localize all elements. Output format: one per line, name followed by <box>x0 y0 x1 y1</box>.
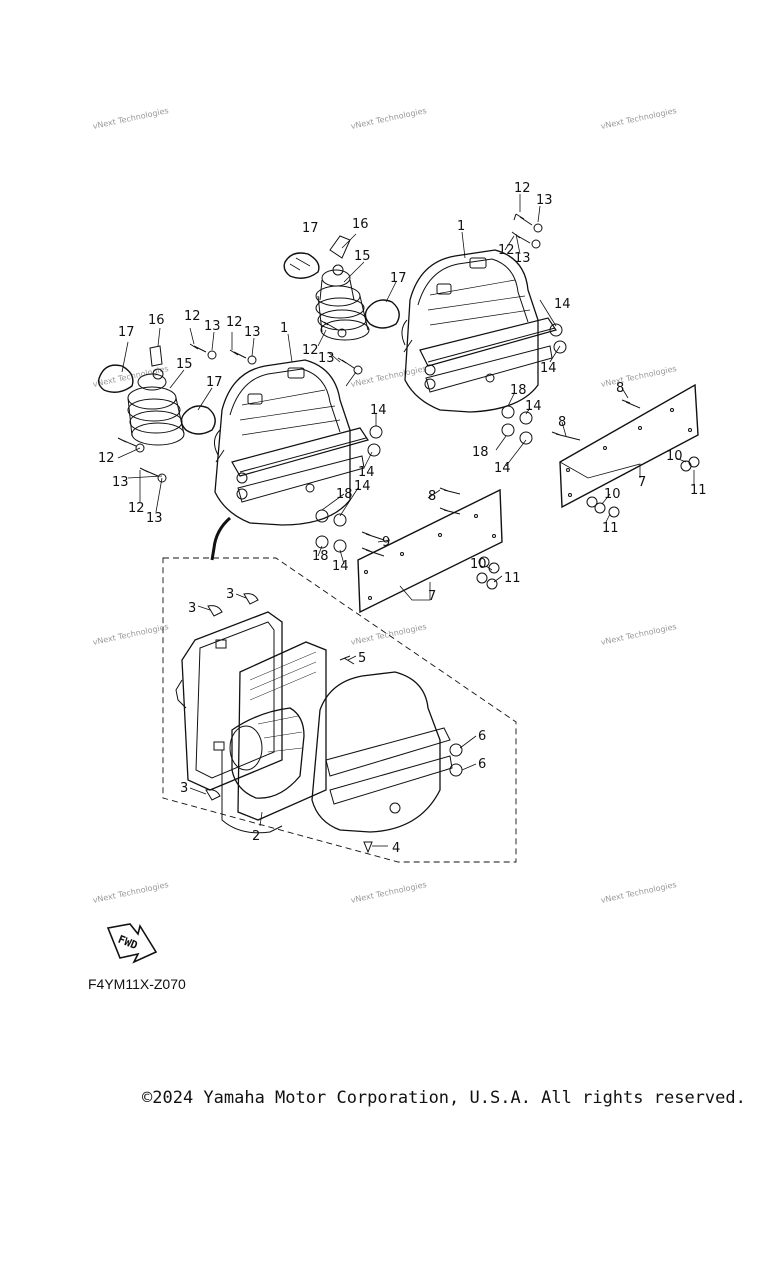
callout-14: 14 <box>494 461 511 476</box>
callout-13: 13 <box>514 251 531 266</box>
airbox-assembly-left <box>210 359 369 561</box>
airbox-cover-exploded <box>175 611 283 791</box>
small-parts-exploded <box>205 593 463 854</box>
callout-13: 13 <box>112 475 129 490</box>
callout-10: 10 <box>666 449 683 464</box>
fwd-arrow-icon: FWD <box>106 923 158 964</box>
exploded-view-outline <box>162 557 517 863</box>
callout-14: 14 <box>332 559 349 574</box>
intake-funnel-exploded <box>229 707 305 799</box>
callout-16: 16 <box>352 217 369 232</box>
callout-10: 10 <box>604 487 621 502</box>
leader-lines <box>117 194 695 847</box>
callout-3: 3 <box>226 587 234 602</box>
callout-15: 15 <box>354 249 371 264</box>
callout-5: 5 <box>358 651 366 666</box>
copyright-notice: ©2024 Yamaha Motor Corporation, U.S.A. A… <box>142 1088 746 1108</box>
callout-18: 18 <box>472 445 489 460</box>
callout-14: 14 <box>370 403 387 418</box>
callout-8: 8 <box>428 489 436 504</box>
breather-right <box>329 235 351 276</box>
callout-13: 13 <box>204 319 221 334</box>
callout-10: 10 <box>470 557 487 572</box>
callout-16: 16 <box>148 313 165 328</box>
callout-3: 3 <box>188 601 196 616</box>
airbox-case-exploded <box>311 671 453 833</box>
callout-2: 2 <box>252 829 260 844</box>
callout-6: 6 <box>478 729 486 744</box>
callout-12: 12 <box>514 181 531 196</box>
callout-14: 14 <box>358 465 375 480</box>
intake-duct-right <box>315 269 370 341</box>
breather-left <box>149 345 164 380</box>
callout-18: 18 <box>336 487 353 502</box>
airbox-assembly-right <box>401 249 557 413</box>
air-filter-exploded <box>221 641 327 834</box>
callout-15: 15 <box>176 357 193 372</box>
callout-11: 11 <box>504 571 521 586</box>
callout-14: 14 <box>525 399 542 414</box>
callout-8: 8 <box>558 415 566 430</box>
intake-duct-left <box>127 373 185 446</box>
callout-3: 3 <box>180 781 188 796</box>
clamp-right-lower <box>364 299 400 329</box>
clamp-right-upper <box>283 252 320 279</box>
callout-numbers: 1 1 2 3 3 3 4 5 6 6 7 7 8 8 8 9 10 10 10… <box>98 181 707 856</box>
bracket-plate-left <box>357 488 503 614</box>
callout-1: 1 <box>457 219 465 234</box>
callout-14: 14 <box>540 361 557 376</box>
callout-13: 13 <box>318 351 335 366</box>
callout-4: 4 <box>392 841 400 856</box>
callout-17: 17 <box>118 325 135 340</box>
callout-13: 13 <box>146 511 163 526</box>
callout-13: 13 <box>244 325 261 340</box>
callout-1: 1 <box>280 321 288 336</box>
bracket-plate-right <box>559 383 699 509</box>
callout-12: 12 <box>98 451 115 466</box>
callout-12: 12 <box>128 501 145 516</box>
callout-12: 12 <box>226 315 243 330</box>
clamp-left-lower <box>180 405 216 435</box>
callout-11: 11 <box>602 521 619 536</box>
callout-9: 9 <box>382 535 390 550</box>
callout-8: 8 <box>616 381 624 396</box>
callout-14: 14 <box>554 297 571 312</box>
callout-11: 11 <box>690 483 707 498</box>
callout-14: 14 <box>354 479 371 494</box>
callout-7: 7 <box>428 589 436 604</box>
callout-12: 12 <box>184 309 201 324</box>
callout-7: 7 <box>638 475 646 490</box>
drawing-code: F4YM11X-Z070 <box>88 976 186 992</box>
callout-17: 17 <box>390 271 407 286</box>
callout-12: 12 <box>302 343 319 358</box>
callout-17: 17 <box>206 375 223 390</box>
clamp-left-upper <box>97 364 134 393</box>
fasteners-left <box>117 343 500 590</box>
callout-12: 12 <box>498 243 515 258</box>
callout-18: 18 <box>510 383 527 398</box>
callout-6: 6 <box>478 757 486 772</box>
fasteners-right <box>319 213 700 518</box>
callout-18: 18 <box>312 549 329 564</box>
callout-13: 13 <box>536 193 553 208</box>
callout-17: 17 <box>302 221 319 236</box>
